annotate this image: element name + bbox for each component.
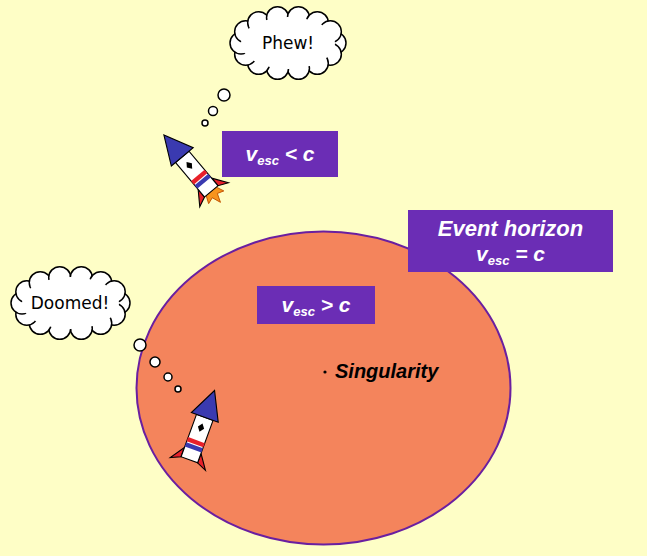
- thought-dot: [202, 120, 208, 126]
- label-text: vesc > c: [281, 293, 350, 317]
- thought-dot: [150, 357, 160, 367]
- thought-dot: [218, 89, 230, 101]
- thought-cloud: Phew!: [228, 4, 348, 82]
- thought-dot: [209, 107, 218, 116]
- label-text: Event horizon: [438, 216, 583, 241]
- thought-text: Doomed!: [31, 293, 110, 313]
- thought-cloud: Doomed!: [9, 264, 132, 342]
- doomed-rocket: [170, 384, 232, 470]
- label-text: vesc = c: [476, 242, 545, 266]
- black-hole-outline: [135, 230, 512, 546]
- thought-dot: [134, 339, 146, 351]
- label-box: vesc > c: [257, 286, 375, 324]
- thought-dot: [164, 373, 172, 381]
- thought-text: Phew!: [262, 33, 314, 53]
- event-horizon-box: Event horizonvesc = c: [408, 210, 613, 272]
- label-text: vesc < c: [245, 142, 314, 166]
- black-hole-region: Singularity vesc > c: [135, 230, 512, 546]
- singularity-dot: [323, 370, 326, 373]
- label-box: vesc < c: [222, 131, 338, 177]
- thought-dot: [175, 386, 181, 392]
- singularity-label: Singularity: [335, 360, 438, 383]
